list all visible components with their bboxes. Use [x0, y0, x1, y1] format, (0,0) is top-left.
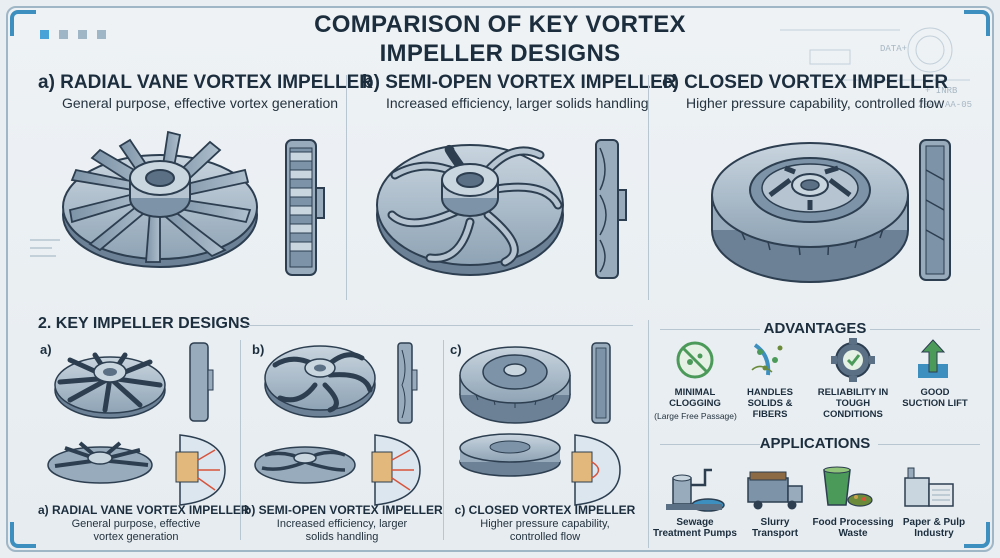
design-subtitle-line: General purpose, effective — [71, 518, 201, 530]
food-waste-icon — [823, 466, 873, 507]
decorative-code: DATA+ — [880, 44, 908, 54]
decorative-code: + INRB — [925, 86, 958, 96]
gear-check-icon — [831, 338, 875, 382]
frame-corner — [964, 522, 990, 548]
design-letter: a) — [40, 342, 52, 357]
application-label: Sewage Treatment Pumps — [650, 517, 740, 539]
advantage-label-line: CLOGGING — [669, 398, 721, 409]
design-title-radial: a) RADIAL VANE VORTEX IMPELLER — [38, 503, 250, 517]
advantage-label-line: TOUGH CONDITIONS — [823, 398, 883, 420]
advantage-label-line: GOOD — [920, 387, 950, 398]
no-clog-icon — [676, 341, 714, 379]
divider — [878, 444, 980, 445]
key-designs-underline — [245, 325, 633, 326]
advantage-note: (Large Free Passage) — [654, 411, 737, 421]
section-heading-radial: a) RADIAL VANE VORTEX IMPELLER — [38, 72, 373, 93]
divider — [38, 327, 40, 328]
application-label: Food Processing Waste — [808, 517, 898, 539]
application-label-line: Industry — [914, 528, 954, 539]
design-letter: b) — [252, 342, 265, 357]
decorative-lines — [30, 239, 60, 257]
decorative-code: 20AY AA-05 — [918, 100, 973, 110]
advantage-label: RELIABILITY IN TOUGH CONDITIONS — [805, 387, 901, 420]
advantage-label-line: RELIABILITY IN — [817, 387, 889, 398]
advantage-label-line: SOLIDS & — [747, 398, 793, 409]
design-subtitle-line: solids handling — [305, 531, 379, 543]
design-subtitle-line: controlled flow — [509, 531, 581, 543]
application-label-line: Food Processing — [812, 517, 894, 528]
application-label: Slurry Transport — [740, 517, 810, 539]
application-label-line: Transport — [751, 528, 799, 539]
application-label: Paper & Pulp Industry — [894, 517, 974, 539]
section-subtitle-semi-open: Increased efficiency, larger solids hand… — [386, 95, 649, 111]
page-title: COMPARISON OF KEY VORTEX IMPELLER DESIGN… — [300, 10, 700, 68]
applications-heading: APPLICATIONS — [759, 435, 871, 452]
suction-arrow-icon — [918, 339, 948, 378]
section-divider — [346, 75, 347, 300]
page-title-line: COMPARISON OF KEY VORTEX — [314, 11, 686, 38]
section-subtitle-closed: Higher pressure capability, controlled f… — [686, 95, 945, 111]
section-heading-closed: c) CLOSED VORTEX IMPELLER — [662, 72, 949, 93]
application-label-line: Paper & Pulp — [902, 517, 966, 528]
application-label-line: Slurry — [760, 517, 790, 528]
design-title-semi-open: b) SEMI-OPEN VORTEX IMPELLER — [244, 503, 443, 517]
divider — [660, 329, 760, 330]
design-subtitle-line: vortex generation — [93, 531, 179, 543]
design-letter: c) — [450, 342, 462, 357]
section-divider — [240, 340, 241, 540]
section-divider — [648, 75, 649, 300]
decorative-circuit-graphic — [780, 27, 970, 81]
section-divider — [443, 340, 444, 540]
divider — [870, 329, 980, 330]
frame-corner — [10, 522, 36, 548]
slurry-truck-icon — [747, 471, 803, 510]
design-subtitle-semi-open: Increased efficiency, larger solids hand… — [244, 518, 440, 544]
section-heading-semi-open: b) SEMI-OPEN VORTEX IMPELLER — [362, 72, 677, 93]
section-subtitle-radial: General purpose, effective vortex genera… — [62, 95, 339, 111]
paper-mill-icon — [904, 467, 954, 507]
section-divider — [648, 320, 649, 548]
design-subtitle-closed: Higher pressure capability, controlled f… — [447, 518, 643, 544]
advantage-label: GOOD SUCTION LIFT — [900, 387, 970, 409]
decorative-dots — [40, 30, 106, 39]
advantage-label-line: FIBERS — [752, 409, 788, 420]
application-label-line: Waste — [838, 528, 868, 539]
design-subtitle-line: Increased efficiency, larger — [276, 518, 408, 530]
page-title-line: IMPELLER DESIGNS — [379, 40, 621, 67]
frame-corner — [964, 10, 990, 36]
advantages-heading: ADVANTAGES — [763, 320, 867, 337]
advantage-label-line: SUCTION LIFT — [902, 398, 968, 409]
advantage-label: MINIMAL CLOGGING — [665, 387, 725, 409]
key-designs-heading: 2. KEY IMPELLER DESIGNS — [38, 315, 251, 332]
design-subtitle-radial: General purpose, effective vortex genera… — [38, 518, 234, 544]
advantage-label-line: HANDLES — [747, 387, 793, 398]
solids-icon — [751, 343, 783, 376]
frame-corner — [10, 10, 36, 36]
divider — [660, 444, 760, 445]
design-subtitle-line: Higher pressure capability, — [480, 518, 610, 530]
advantage-label-line: MINIMAL — [674, 387, 716, 398]
sewage-plant-icon — [666, 468, 725, 512]
design-title-closed: c) CLOSED VORTEX IMPELLER — [454, 503, 636, 517]
application-label-line: Sewage — [676, 517, 714, 528]
advantage-label: HANDLES SOLIDS & FIBERS — [740, 387, 800, 420]
application-label-line: Treatment Pumps — [653, 528, 737, 539]
